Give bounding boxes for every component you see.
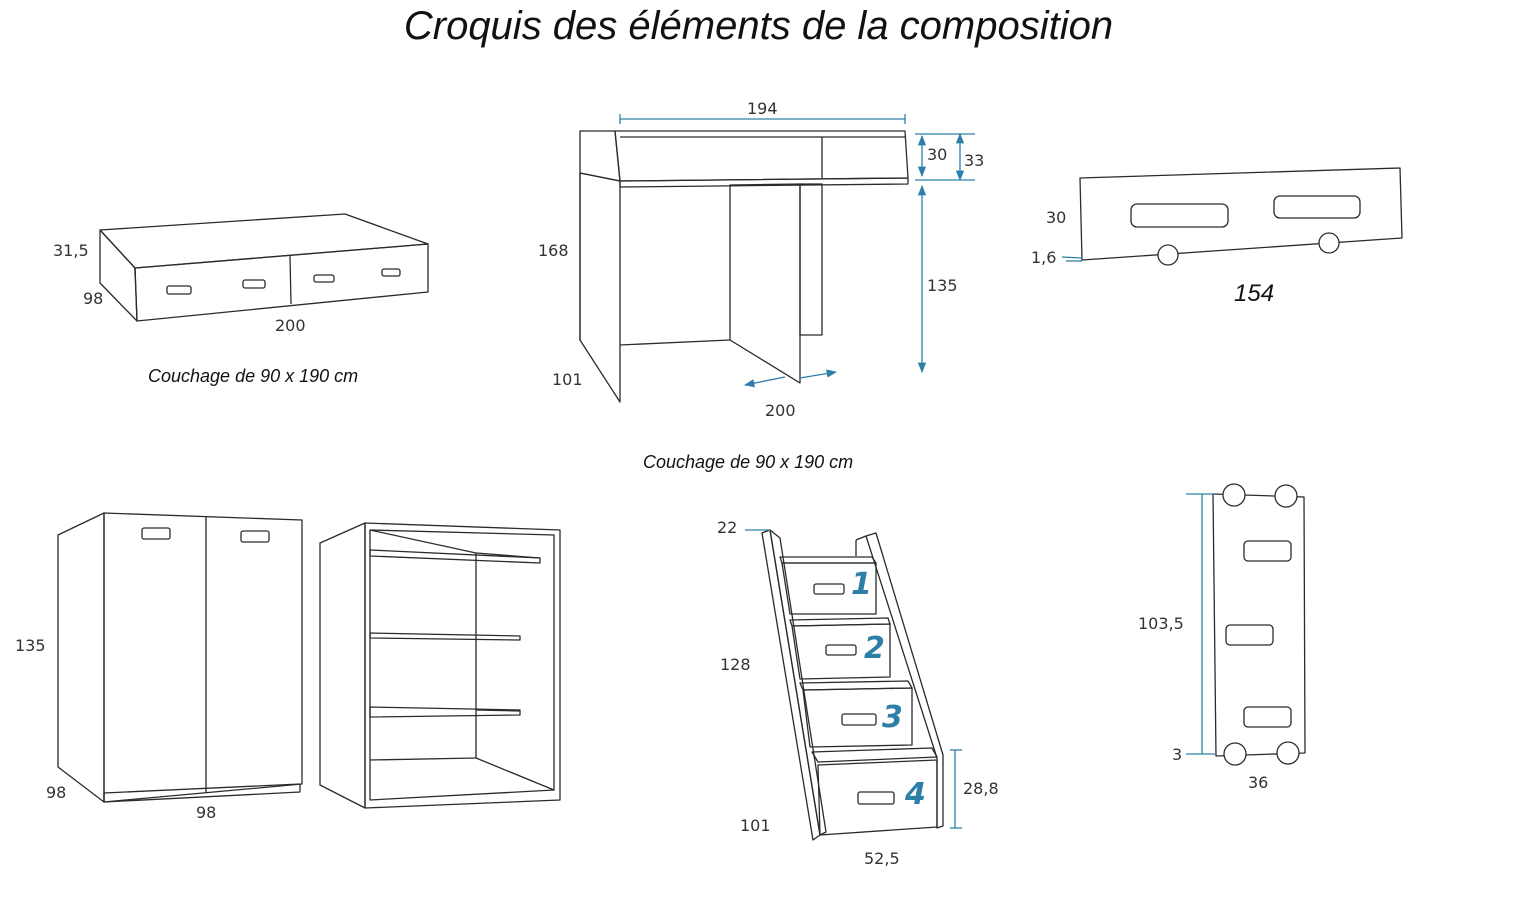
cabinet-open-drawing xyxy=(319,522,561,809)
guard-rail-drawing xyxy=(1079,167,1403,266)
cabinet-width-label: 98 xyxy=(196,803,217,822)
ladder-drawing xyxy=(1212,483,1306,766)
stairs-top-label: 22 xyxy=(717,518,738,537)
desk-clearance-label: 135 xyxy=(927,276,958,295)
bed-length-label: 200 xyxy=(275,316,306,335)
stairs-step-label: 28,8 xyxy=(963,779,999,798)
stairs-depth-label: 101 xyxy=(740,816,771,835)
desk-caption: Couchage de 90 x 190 cm xyxy=(643,452,854,472)
step-number-3: 3 xyxy=(882,700,903,735)
ladder-width-label: 36 xyxy=(1248,773,1269,792)
desk-height-label: 168 xyxy=(538,241,569,260)
rail-height-label: 30 xyxy=(1046,208,1067,227)
ladder-height-label: 103,5 xyxy=(1138,614,1184,633)
dimension-lines xyxy=(619,114,1215,829)
step-number-1: 1 xyxy=(851,567,872,602)
cabinet-height-label: 135 xyxy=(15,636,46,655)
desk-depth-label: 101 xyxy=(552,370,583,389)
page-title: Croquis des éléments de la composition xyxy=(403,4,1114,48)
rail-length-label: 154 xyxy=(1234,280,1275,307)
bed-depth-label: 98 xyxy=(83,289,104,308)
step-number-2: 2 xyxy=(864,631,885,666)
desk-length-label: 200 xyxy=(765,401,796,420)
bed-caption: Couchage de 90 x 190 cm xyxy=(148,366,359,386)
step-number-4: 4 xyxy=(905,777,926,812)
stairs-drawing xyxy=(761,529,944,841)
desk-guard-33-label: 33 xyxy=(964,151,985,170)
bed-height-label: 31,5 xyxy=(53,241,89,260)
rail-thickness-label: 1,6 xyxy=(1031,248,1057,267)
desk-top-width-label: 194 xyxy=(747,99,778,118)
stairs-width-label: 52,5 xyxy=(864,849,900,868)
ladder-offset-label: 3 xyxy=(1172,745,1183,764)
desk-bed-drawing xyxy=(579,130,909,403)
desk-guard-30-label: 30 xyxy=(927,145,948,164)
bed-drawing xyxy=(99,213,429,322)
stairs-height-label: 128 xyxy=(720,655,751,674)
cabinet-closed-drawing xyxy=(57,512,303,803)
cabinet-depth-label: 98 xyxy=(46,783,67,802)
